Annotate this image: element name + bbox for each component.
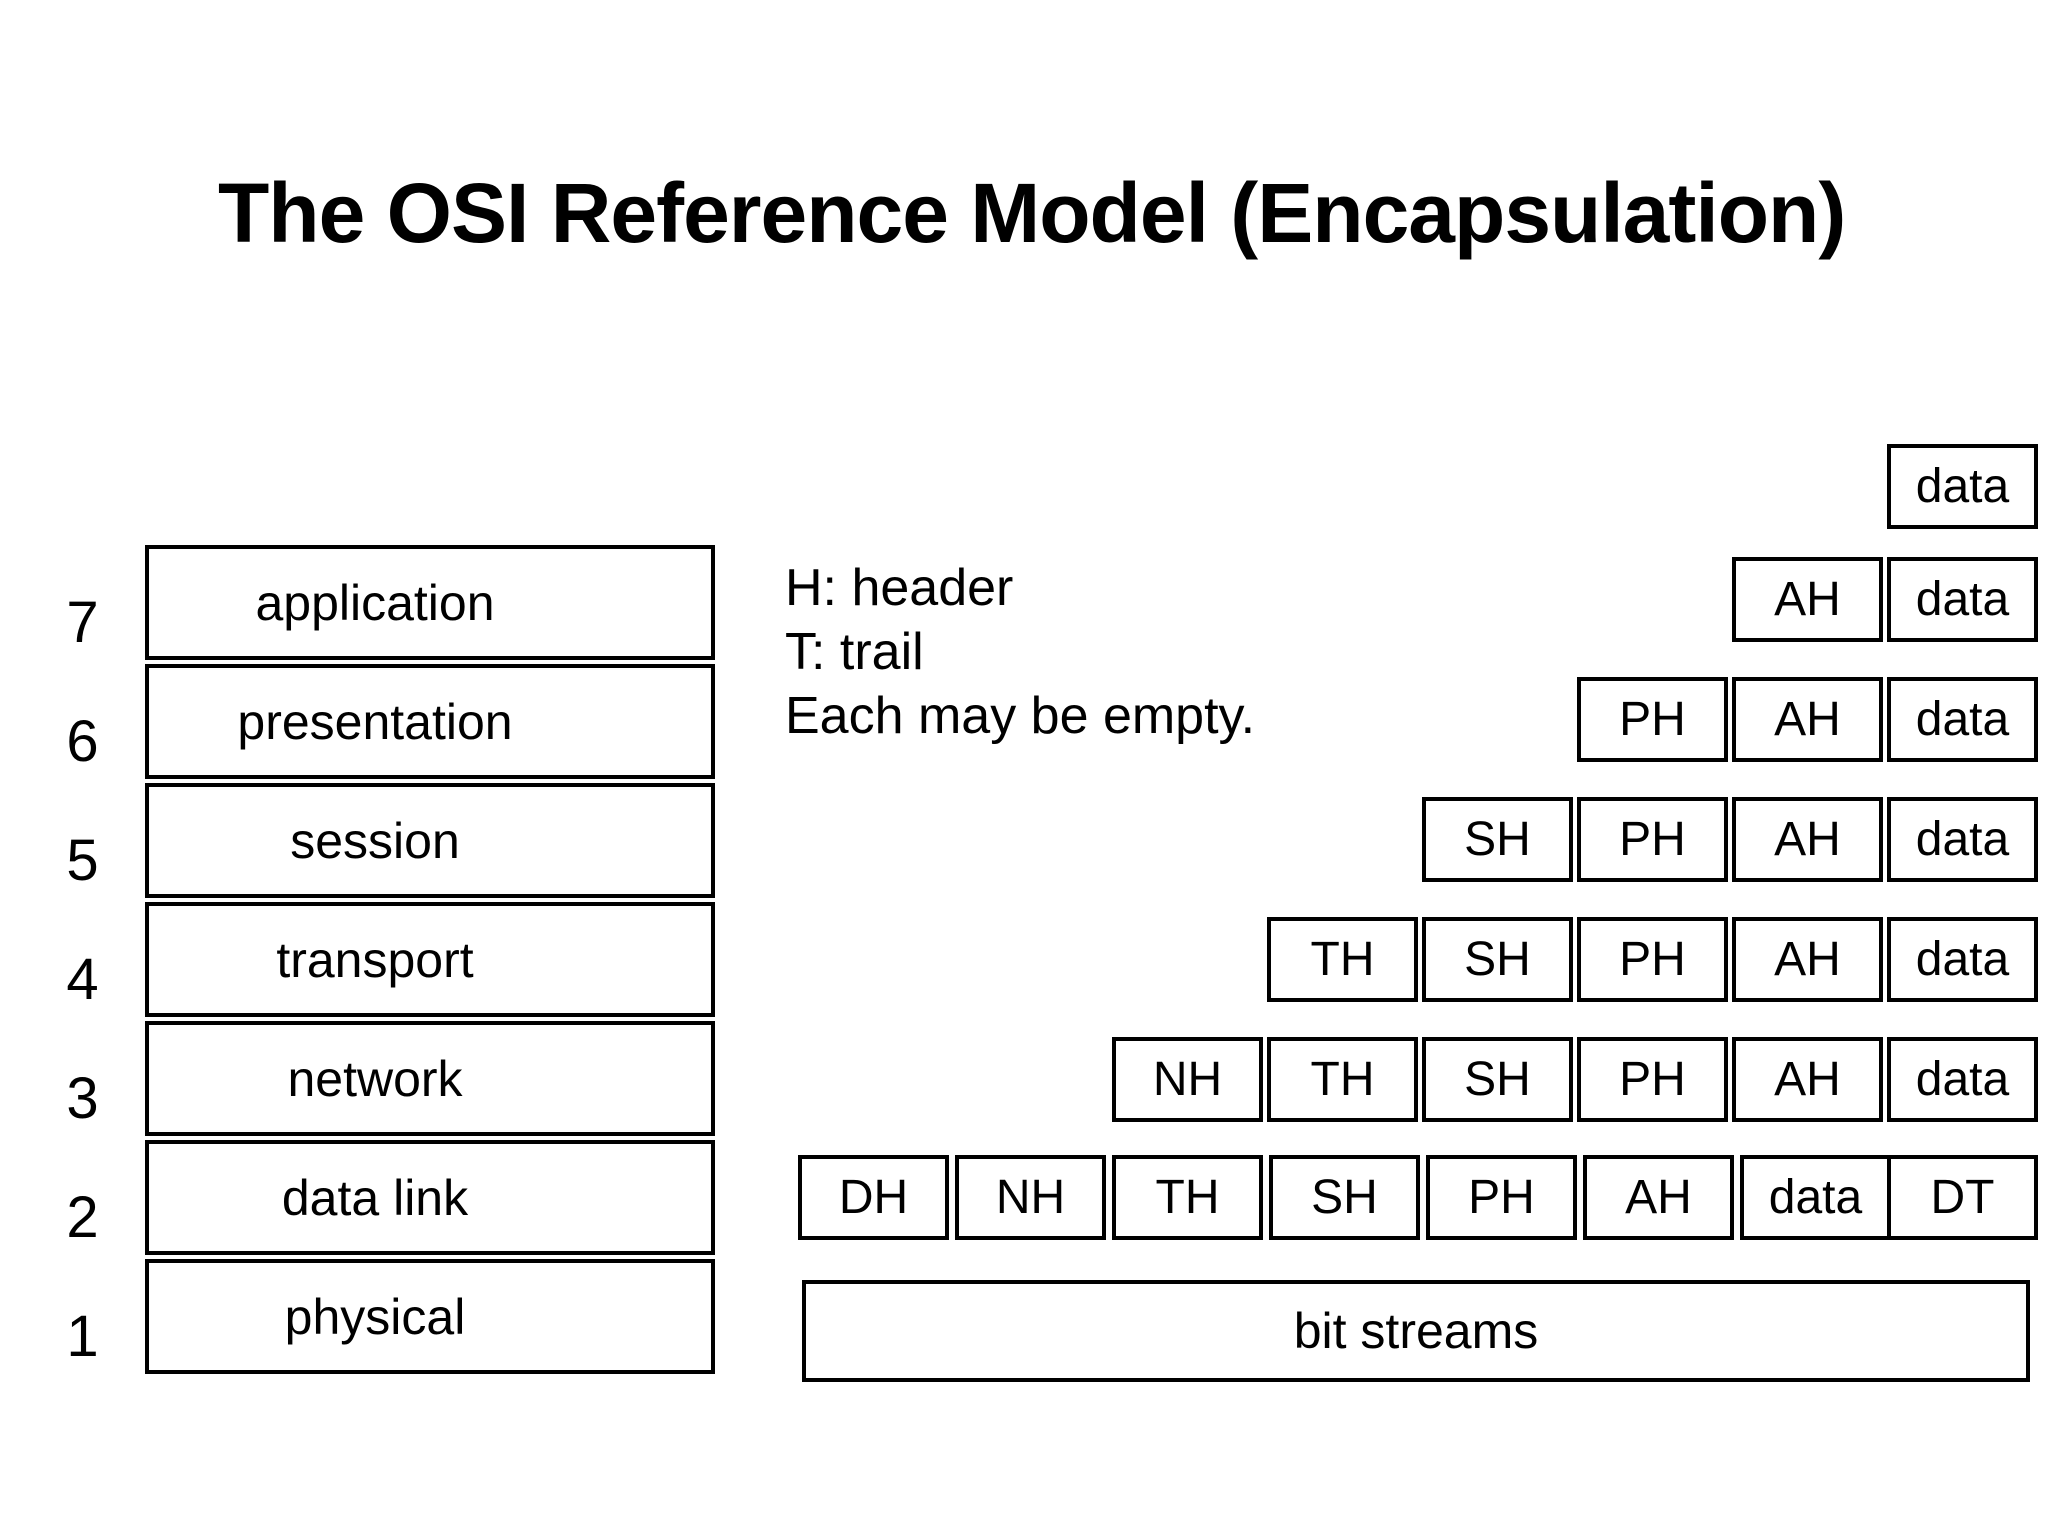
encap-cell-layer-2-frame-dh: DH <box>798 1155 949 1240</box>
layer-number: 6 <box>66 709 99 774</box>
encap-cell-layer-5-pdu-sh: SH <box>1422 797 1573 882</box>
encap-cell-layer-4-pdu-ph: PH <box>1577 917 1728 1002</box>
encap-cell-layer-3-pdu-ph: PH <box>1577 1037 1728 1122</box>
encap-cell-layer-3-pdu-ah: AH <box>1732 1037 1883 1122</box>
encap-cell-layer-5-pdu-ph: PH <box>1577 797 1728 882</box>
bit-streams-box: bit streams <box>802 1280 2030 1382</box>
osi-layer-box-session: session <box>145 783 715 898</box>
encap-cell-layer-7-pdu-ah: AH <box>1732 557 1883 642</box>
layer-number: 5 <box>66 828 99 893</box>
encap-cell-layer-2-frame-dt: DT <box>1887 1155 2038 1240</box>
osi-layer-row: 2 data link <box>20 1140 715 1255</box>
osi-layer-row: 5 session <box>20 783 715 898</box>
bit-streams-label: bit streams <box>1293 1303 1539 1359</box>
encap-cell-layer-2-frame-nh: NH <box>955 1155 1106 1240</box>
encap-cell-layer-2-frame-ah: AH <box>1583 1155 1734 1240</box>
encap-cell-layer-3-pdu-data: data <box>1887 1037 2038 1122</box>
encap-cell-layer-5-pdu-ah: AH <box>1732 797 1883 882</box>
osi-layer-row: 1 physical <box>20 1259 715 1374</box>
osi-layer-box-transport: transport <box>145 902 715 1017</box>
osi-layer-box-data-link: data link <box>145 1140 715 1255</box>
layer-number: 1 <box>66 1304 99 1369</box>
encap-cell-layer-7-pdu-data: data <box>1887 557 2038 642</box>
encap-cell-layer-6-pdu-ah: AH <box>1732 677 1883 762</box>
layer-number: 3 <box>66 1066 99 1131</box>
legend-text: H: header T: trail Each may be empty. <box>785 559 1256 745</box>
encap-cell-layer-3-pdu-nh: NH <box>1112 1037 1263 1122</box>
layer-number: 4 <box>66 947 99 1012</box>
encap-cell-layer-2-frame-sh: SH <box>1269 1155 1420 1240</box>
osi-layer-stack: 7 application 6 presentation 5 session 4… <box>20 545 715 1378</box>
encap-cell-layer-3-pdu-th: TH <box>1267 1037 1418 1122</box>
encap-cell-layer-4-pdu-data: data <box>1887 917 2038 1002</box>
encap-cell-layer-6-pdu-ph: PH <box>1577 677 1728 762</box>
osi-layer-row: 3 network <box>20 1021 715 1136</box>
encap-cell-layer-5-pdu-data: data <box>1887 797 2038 882</box>
encap-cell-data-only-data: data <box>1887 444 2038 529</box>
osi-layer-row: 6 presentation <box>20 664 715 779</box>
encap-cell-layer-4-pdu-sh: SH <box>1422 917 1573 1002</box>
osi-layer-box-presentation: presentation <box>145 664 715 779</box>
page-title: The OSI Reference Model (Encapsulation) <box>218 166 1846 260</box>
osi-layer-box-application: application <box>145 545 715 660</box>
encap-cell-layer-4-pdu-th: TH <box>1267 917 1418 1002</box>
osi-layer-box-network: network <box>145 1021 715 1136</box>
osi-layer-box-physical: physical <box>145 1259 715 1374</box>
encap-cell-layer-6-pdu-data: data <box>1887 677 2038 762</box>
encap-cell-layer-3-pdu-sh: SH <box>1422 1037 1573 1122</box>
layer-number: 2 <box>66 1185 99 1250</box>
osi-layer-row: 7 application <box>20 545 715 660</box>
layer-number: 7 <box>66 590 99 655</box>
encap-cell-layer-4-pdu-ah: AH <box>1732 917 1883 1002</box>
encap-cell-layer-2-frame-ph: PH <box>1426 1155 1577 1240</box>
encap-cell-layer-2-frame-data: data <box>1740 1155 1891 1240</box>
osi-layer-row: 4 transport <box>20 902 715 1017</box>
encap-cell-layer-2-frame-th: TH <box>1112 1155 1263 1240</box>
